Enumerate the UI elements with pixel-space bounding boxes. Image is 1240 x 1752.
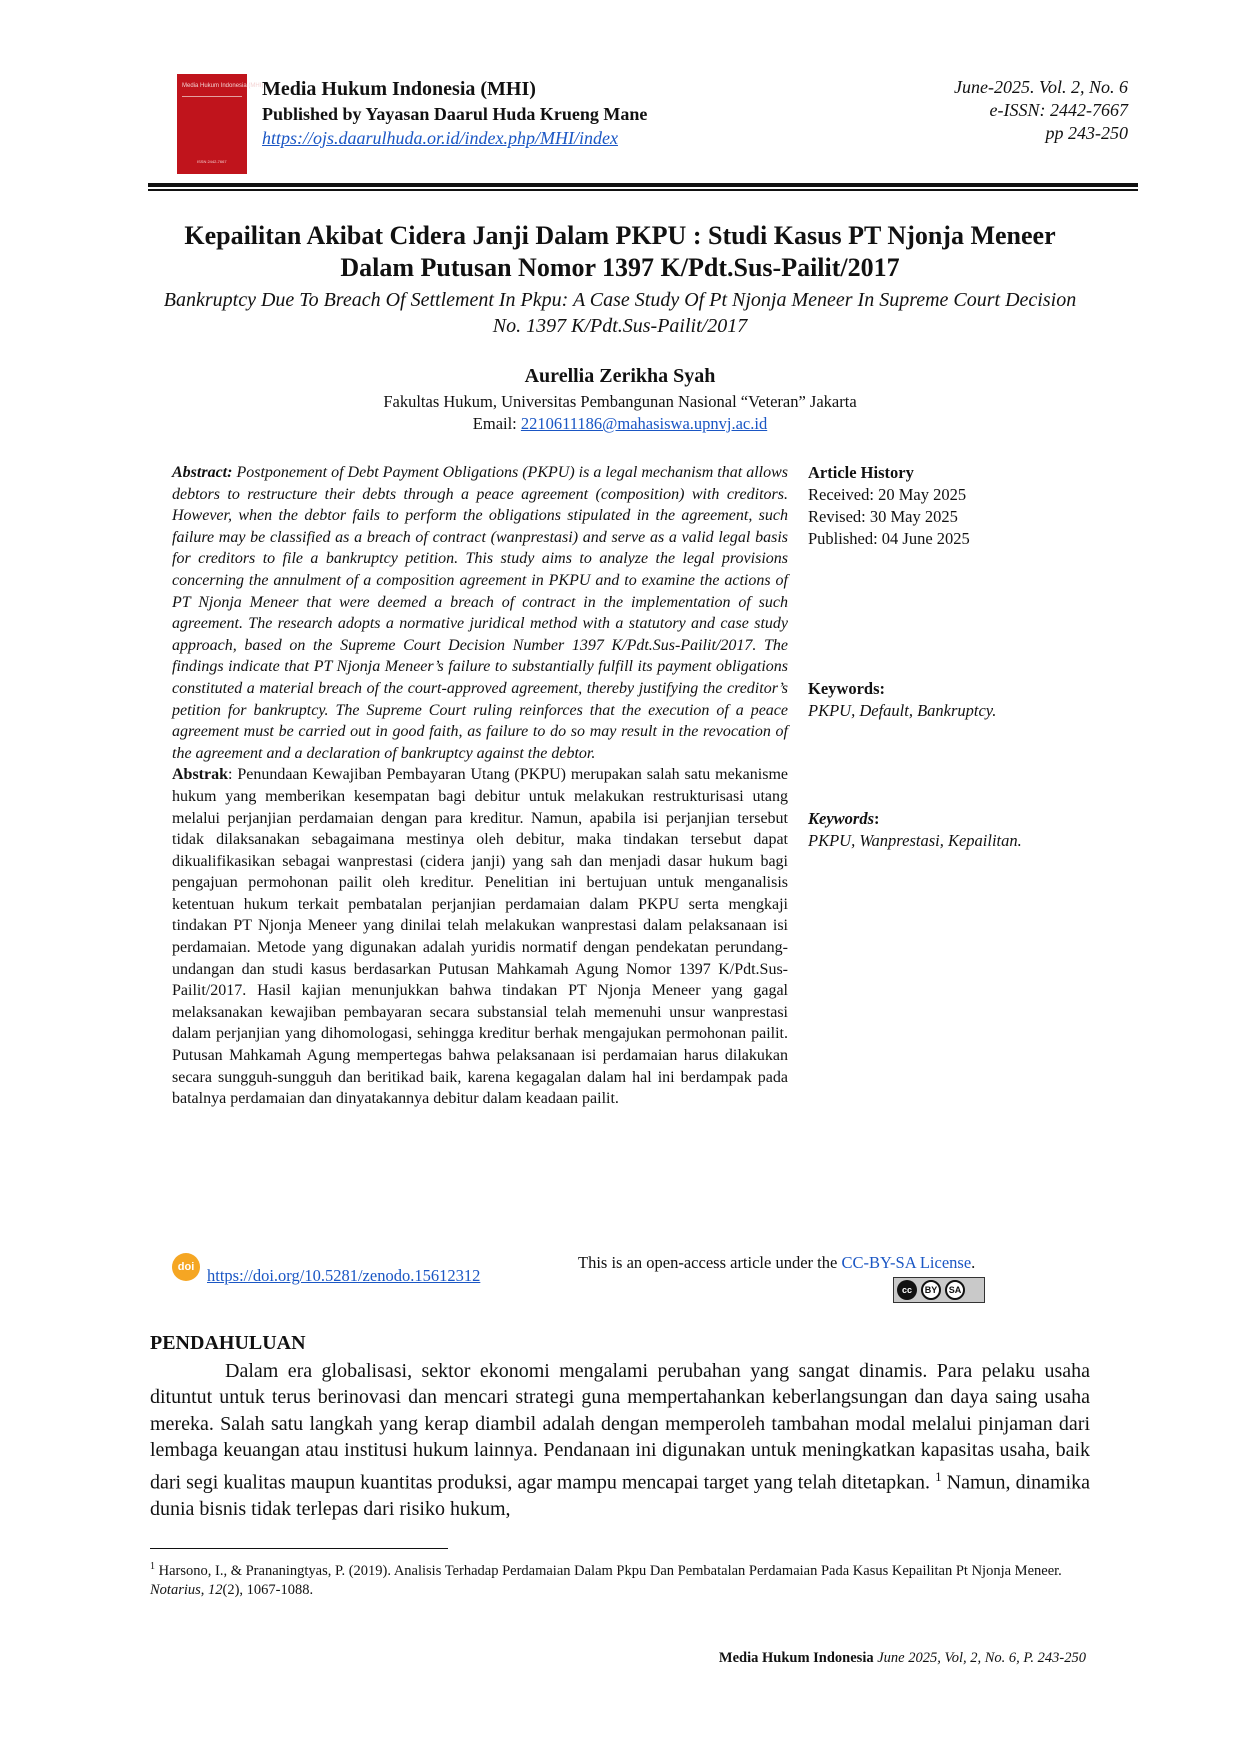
header-rule-thin (148, 189, 1138, 191)
footnote-journal: Notarius (150, 1581, 201, 1598)
cover-title: Media Hukum Indonesia (MHI) (182, 83, 264, 89)
article-history: Article History Received: 20 May 2025 Re… (808, 462, 970, 550)
body-paragraph: Dalam era globalisasi, sektor ekonomi me… (150, 1358, 1090, 1522)
cc-by-sa-badge[interactable]: cc BY SA (893, 1277, 985, 1303)
footer-info: June 2025, Vol, 2, No. 6, P. 243-250 (873, 1650, 1086, 1666)
body-paragraph-cont: Namun, dinamika dunia bisnis tidak terle… (150, 1471, 1090, 1520)
footnote-sep: , (200, 1581, 209, 1598)
footnote-volume: 12 (208, 1581, 223, 1598)
section-heading: PENDAHULUAN (150, 1332, 306, 1354)
author-affiliation: Fakultas Hukum, Universitas Pembangunan … (383, 392, 857, 411)
abstract-label: Abstract: (172, 464, 233, 481)
abstract-english: Abstract: Postponement of Debt Payment O… (172, 462, 788, 764)
keywords-indonesian-heading: Keywords: (808, 808, 1022, 830)
page-footer: Media Hukum Indonesia June 2025, Vol, 2,… (719, 1650, 1086, 1667)
header-rule-thick (148, 183, 1138, 187)
journal-cover-image: Media Hukum Indonesia (MHI) ISSN 2442-76… (177, 74, 263, 174)
abstract-indonesian-text: : Penundaan Kewajiban Pembayaran Utang (… (172, 766, 788, 1108)
article-subtitle: Bankruptcy Due To Breach Of Settlement I… (163, 289, 1077, 337)
abstract-column: Abstract: Postponement of Debt Payment O… (172, 462, 788, 1110)
issue-date: June-2025. Vol. 2, No. 6 (954, 77, 1128, 97)
license-statement: This is an open-access article under the… (578, 1253, 975, 1273)
license-link[interactable]: CC-BY-SA License (841, 1253, 972, 1272)
keywords-indonesian-text: PKPU, Wanprestasi, Kepailitan. (808, 831, 1022, 850)
abstract-english-text: Postponement of Debt Payment Obligations… (172, 464, 788, 762)
abstrak-label: Abstrak (172, 766, 229, 784)
article-history-heading: Article History (808, 463, 914, 482)
keywords-english-text: PKPU, Default, Bankruptcy. (808, 701, 997, 720)
doi-link[interactable]: https://doi.org/10.5281/zenodo.15612312 (207, 1266, 481, 1285)
revised-date: Revised: 30 May 2025 (808, 507, 958, 526)
email-link[interactable]: 2210611186@mahasiswa.upnvj.ac.id (520, 414, 768, 433)
footnote-number: 1 (150, 1561, 155, 1572)
cc-icon: cc (897, 1280, 917, 1300)
keywords-indonesian-word: Keywords (808, 809, 874, 828)
journal-name: Media Hukum Indonesia (MHI) (262, 78, 536, 100)
journal-url-link[interactable]: https://ojs.daarulhuda.or.id/index.php/M… (262, 128, 618, 148)
published-date: Published: 04 June 2025 (808, 529, 970, 548)
license-suffix: . (971, 1253, 976, 1272)
keywords-indonesian: Keywords: PKPU, Wanprestasi, Kepailitan. (808, 808, 1022, 852)
footer-journal: Media Hukum Indonesia (718, 1650, 874, 1666)
body-paragraph-text: Dalam era globalisasi, sektor ekonomi me… (150, 1360, 1090, 1494)
footnote-issue-pages: (2), 1067-1088. (222, 1581, 314, 1598)
keywords-indonesian-colon: : (874, 809, 880, 828)
author-name: Aurellia Zerikha Syah (524, 365, 716, 387)
journal-publisher: Published by Yayasan Daarul Huda Krueng … (262, 104, 648, 124)
eissn: e-ISSN: 2442-7667 (989, 100, 1128, 120)
abstract-indonesian: Abstrak: Penundaan Kewajiban Pembayaran … (172, 764, 788, 1110)
cover-divider (182, 96, 242, 97)
received-date: Received: 20 May 2025 (808, 485, 967, 504)
license-prefix: This is an open-access article under the (578, 1253, 842, 1272)
keywords-english-heading: Keywords: (808, 679, 885, 698)
doi-icon: doi (172, 1253, 200, 1281)
footnote-rule (150, 1548, 448, 1549)
by-icon: BY (921, 1280, 941, 1300)
author-email: Email: 2210611186@mahasiswa.upnvj.ac.id (150, 414, 1090, 434)
footnote: 1 Harsono, I., & Prananingtyas, P. (2019… (150, 1557, 1090, 1600)
footnote-text: Harsono, I., & Prananingtyas, P. (2019).… (155, 1562, 1062, 1579)
article-title: Kepailitan Akibat Cidera Janji Dalam PKP… (184, 221, 1056, 282)
page-range: pp 243-250 (1045, 123, 1129, 143)
issue-info: June-2025. Vol. 2, No. 6 e-ISSN: 2442-76… (954, 76, 1128, 145)
keywords-english: Keywords: PKPU, Default, Bankruptcy. (808, 678, 996, 722)
sa-icon: SA (945, 1280, 965, 1300)
cover-issn: ISSN 2442-7667 (197, 159, 227, 164)
footnote-ref[interactable]: 1 (935, 1468, 942, 1484)
email-label: Email: (472, 414, 521, 433)
